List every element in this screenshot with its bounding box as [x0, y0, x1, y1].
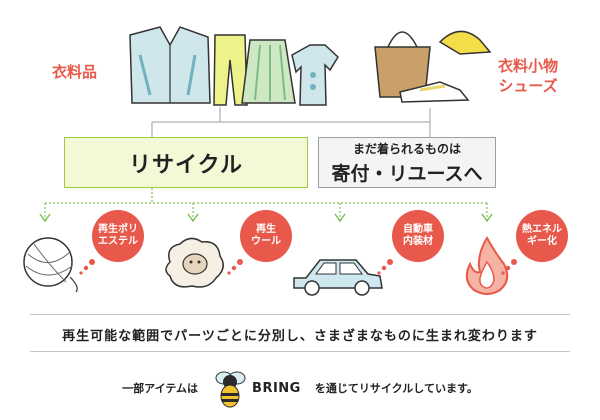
reuse-label-line2: 寄付・リユースへ	[331, 162, 483, 185]
divider-bottom	[30, 351, 570, 352]
category-accessories-label: 衣料小物 シューズ	[498, 56, 558, 96]
bee-logo-icon	[215, 371, 246, 408]
outcome-4-bubble: 熱エネル ギー化	[516, 210, 568, 262]
divider-top	[30, 314, 570, 315]
outcome-1-bubble: 再生ポリ エステル	[92, 210, 144, 262]
recycle-box: リサイクル	[64, 137, 308, 188]
reuse-label-line1: まだ着られるものは	[352, 141, 461, 156]
yarn-ball-icon	[23, 237, 78, 293]
recycle-label: リサイクル	[129, 152, 243, 178]
category-accessories-line1: 衣料小物	[498, 57, 559, 75]
outcome-2-bubble: 再生 ウール	[240, 210, 292, 262]
footer: 一部アイテムは BRING を通じてリサイクルしています。	[0, 364, 600, 412]
reuse-box: まだ着られるものは 寄付・リユースへ	[318, 137, 496, 188]
brand-name: BRING	[252, 380, 301, 396]
outcome-4-dots	[501, 259, 517, 275]
accessories-icon	[374, 30, 492, 103]
footer-prefix: 一部アイテムは	[122, 382, 199, 395]
footer-suffix: を通じてリサイクルしています。	[314, 382, 478, 395]
outcome-1-dots	[79, 259, 95, 275]
category-clothing-label: 衣料品	[52, 63, 98, 81]
bottom-note: 再生可能な範囲でパーツごとに分別し、さまざまなものに生まれ変わります	[62, 329, 538, 344]
clothing-icon	[129, 26, 339, 106]
outcome-2-dots	[227, 259, 243, 275]
outcome-3-dots	[377, 259, 393, 275]
sheep-icon	[165, 237, 224, 288]
flame-icon	[465, 236, 509, 295]
category-accessories-line2: シューズ	[498, 77, 558, 95]
outcome-3-bubble: 自動車 内装材	[392, 210, 444, 262]
car-icon	[293, 259, 383, 296]
